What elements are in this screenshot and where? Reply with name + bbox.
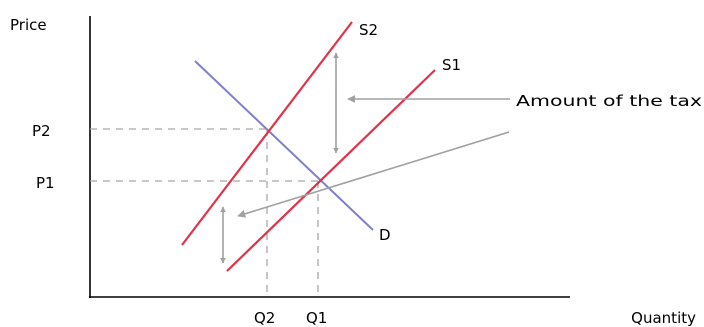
y-axis-label: Price bbox=[10, 16, 47, 34]
supply-after-tax-curve bbox=[181, 21, 353, 246]
q1-label: Q1 bbox=[306, 309, 327, 327]
p1-label: P1 bbox=[36, 174, 55, 192]
p2-label: P2 bbox=[32, 122, 51, 140]
x-axis-label: Quantity bbox=[631, 309, 696, 327]
demand-curve bbox=[194, 60, 374, 231]
q2-label: Q2 bbox=[254, 309, 275, 327]
supply-original-curve bbox=[226, 69, 436, 272]
s2-label: S2 bbox=[359, 21, 378, 39]
tax-pointer-arrow-lower bbox=[237, 131, 510, 218]
d-label: D bbox=[379, 226, 391, 244]
s1-label: S1 bbox=[442, 56, 461, 74]
tax-annotation-text: Amount of the tax bbox=[516, 92, 702, 110]
